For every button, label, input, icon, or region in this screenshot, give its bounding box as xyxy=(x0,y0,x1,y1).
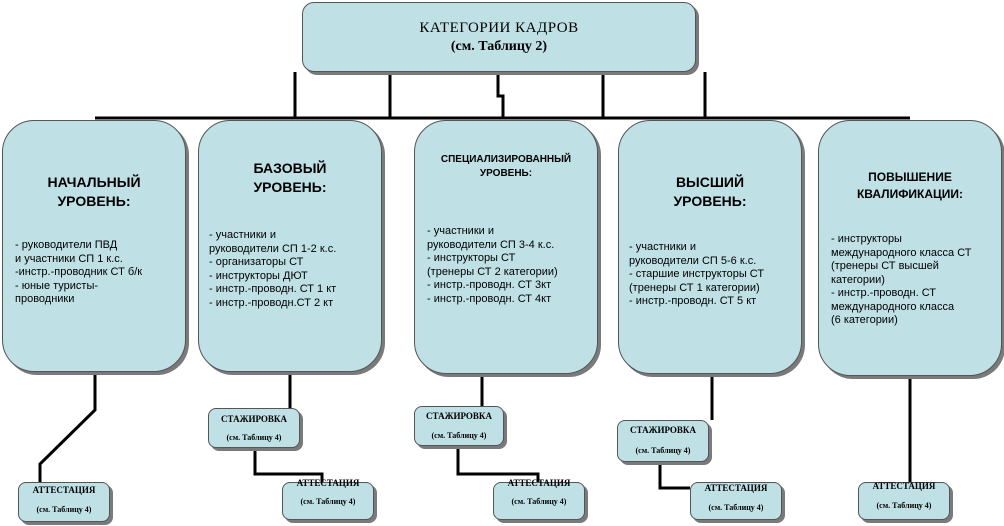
attestation-box: АТТЕСТАЦИЯ (см. Таблицу 4) xyxy=(282,478,374,520)
level-initial-box: НАЧАЛЬНЫЙ УРОВЕНЬ: - руководители ПВД и … xyxy=(2,120,186,372)
level-specialized-heading: СПЕЦИАЛИЗИРОВАННЫЙ УРОВЕНЬ: xyxy=(440,154,572,179)
categories-subtitle: (см. Таблицу 2) xyxy=(450,38,548,54)
level-basic-heading: БАЗОВЫЙ УРОВЕНЬ: xyxy=(253,160,327,195)
level-qualification-heading: ПОВЫШЕНИЕ КВАЛИФИКАЦИИ: xyxy=(856,170,964,201)
level-highest-list: - участники и руководители СП 5-6 к.с. -… xyxy=(629,241,765,307)
level-specialized-box: СПЕЦИАЛИЗИРОВАННЫЙ УРОВЕНЬ: - участники … xyxy=(414,120,598,374)
level-qualification-list: - инструкторы международного класса СТ (… xyxy=(831,233,972,326)
level-initial-heading: НАЧАЛЬНЫЙ УРОВЕНЬ: xyxy=(47,174,141,209)
attestation-box: АТТЕСТАЦИЯ (см. Таблицу 4) xyxy=(858,481,950,520)
attestation-box: АТТЕСТАЦИЯ (см. Таблицу 4) xyxy=(690,482,782,520)
attestation-box: АТТЕСТАЦИЯ (см. Таблицу 4) xyxy=(493,478,585,520)
level-highest-box: ВЫСШИЙ УРОВЕНЬ: - участники и руководите… xyxy=(618,120,802,374)
categories-title-box: КАТЕГОРИИ КАДРОВ (см. Таблицу 2) xyxy=(302,2,696,72)
level-basic-box: БАЗОВЫЙ УРОВЕНЬ: - участники и руководит… xyxy=(198,120,382,372)
internship-box: СТАЖИРОВКА (см. Таблицу 4) xyxy=(414,406,504,446)
categories-title: КАТЕГОРИИ КАДРОВ xyxy=(419,19,579,36)
level-initial-list: - руководители ПВД и участники СП 1 к.с.… xyxy=(15,239,143,305)
level-specialized-list: - участники и руководители СП 3-4 к.с. -… xyxy=(427,225,558,305)
level-highest-heading: ВЫСШИЙ УРОВЕНЬ: xyxy=(673,174,747,209)
attestation-box: АТТЕСТАЦИЯ (см. Таблицу 4) xyxy=(18,482,110,522)
level-qualification-box: ПОВЫШЕНИЕ КВАЛИФИКАЦИИ: - инструкторы ме… xyxy=(818,120,1002,376)
internship-box: СТАЖИРОВКА (см. Таблицу 4) xyxy=(208,408,300,448)
internship-box: СТАЖИРОВКА (см. Таблицу 4) xyxy=(617,420,709,462)
level-basic-list: - участники и руководители СП 1-2 к.с. -… xyxy=(209,229,337,309)
